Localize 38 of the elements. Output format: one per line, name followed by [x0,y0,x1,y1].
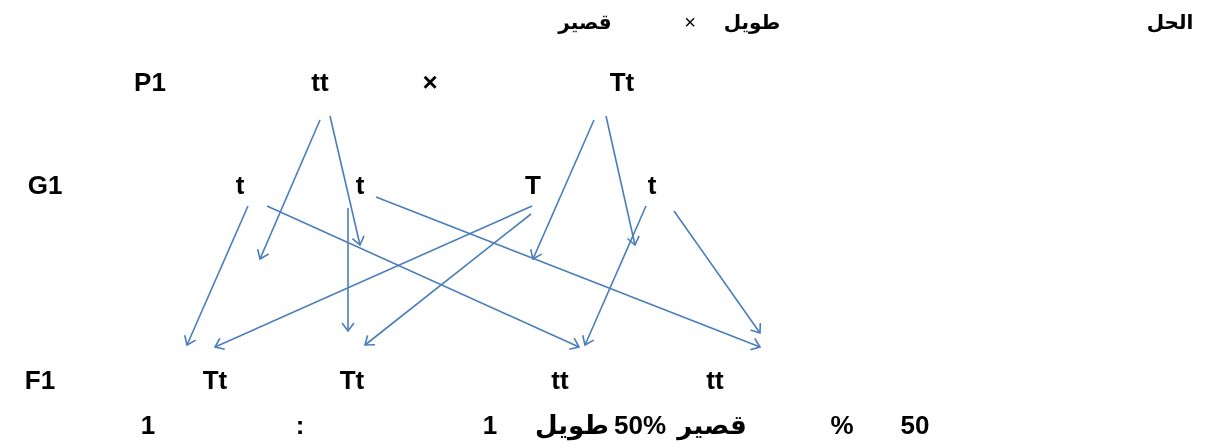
arrow [364,213,532,346]
label-text: قصير [677,410,747,440]
label-text: F1 [24,365,56,395]
genotype-label: Tt [339,365,365,395]
genotype-label: T [525,170,541,200]
arrow [673,210,762,334]
arrow [256,119,321,260]
label-text: 1 [482,410,498,440]
arrow [341,207,355,332]
label-text: طويل [535,410,609,440]
label-text: قصير [558,11,612,33]
label-text: 50 [900,410,930,440]
arrow [183,205,249,346]
arrow [581,205,647,346]
genotype-label: t [355,170,365,200]
arrow [605,115,640,246]
arrow [375,196,761,351]
arrow [214,205,533,351]
genotype-label: t [647,170,657,200]
label-text: % [830,410,854,440]
label-text: × [422,67,438,97]
genotype-label: t [235,170,245,200]
label-text: P1 [134,67,166,97]
genotype-label: tt [551,365,569,395]
genotype-label: Tt [609,67,635,97]
genotype-label: Tt [202,365,228,395]
label-text: × [684,11,696,33]
label-text: : [295,410,305,440]
label-text: الحل [1146,11,1194,33]
genotype-label: tt [706,365,724,395]
arrow [529,119,595,260]
arrow [329,115,365,246]
genotype-label: tt [311,67,329,97]
label-text: 1 [140,410,156,440]
label-text: G1 [27,170,63,200]
label-text: 50% [614,410,666,440]
arrow [266,205,580,350]
label-text: طويل [723,11,781,33]
